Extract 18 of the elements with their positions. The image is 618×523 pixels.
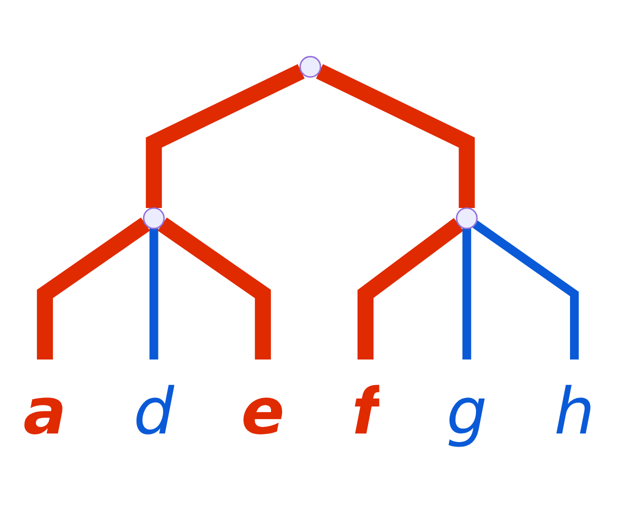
node-text: e [241, 375, 285, 450]
node-text: g [446, 375, 488, 450]
node-text: h [554, 375, 595, 450]
connector [472, 220, 579, 360]
node-circle [299, 55, 322, 78]
node-text: f [352, 375, 380, 450]
connector [149, 228, 158, 360]
connector [36, 217, 150, 360]
node-circle [456, 206, 478, 229]
connector [462, 228, 472, 360]
node-text: a [23, 375, 67, 450]
node-text: d [134, 375, 174, 450]
connector [358, 218, 464, 360]
connector [316, 64, 475, 208]
tree-diagram: a d e f g h [0, 44, 618, 478]
connector [146, 64, 305, 208]
node-circle [142, 206, 165, 229]
connector [158, 217, 271, 360]
